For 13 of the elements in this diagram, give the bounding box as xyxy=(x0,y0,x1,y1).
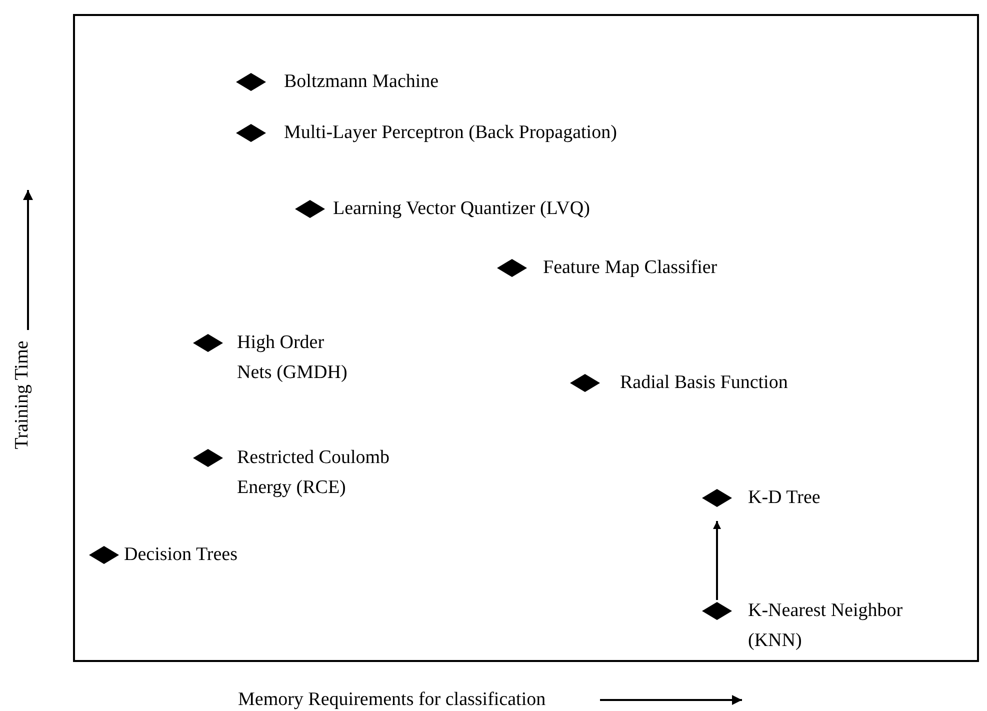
method-label: Restricted Coulomb Energy (RCE) xyxy=(237,446,391,500)
method-label: High Order Nets (GMDH) xyxy=(237,331,348,385)
method-label: K-D Tree xyxy=(748,486,820,510)
method-label: Decision Trees xyxy=(124,543,238,567)
method-label: Boltzmann Machine xyxy=(284,70,439,94)
arrow xyxy=(713,521,721,600)
method-label: Learning Vector Quantizer (LVQ) xyxy=(333,197,590,221)
method-label: Feature Map Classifier xyxy=(543,256,718,280)
method-label: Multi-Layer Perceptron (Back Propagation) xyxy=(284,121,617,145)
axis-title: Memory Requirements for classification xyxy=(238,689,546,711)
method-label: Radial Basis Function xyxy=(620,371,788,395)
method-label: K-Nearest Neighbor (KNN) xyxy=(748,599,904,653)
axis-title: Training Time xyxy=(11,340,33,450)
